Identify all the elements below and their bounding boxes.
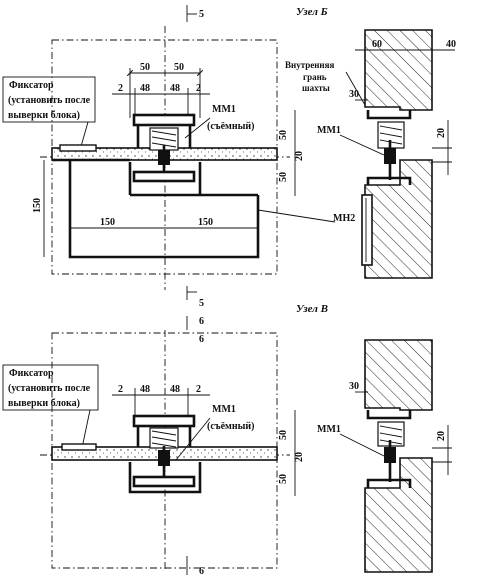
section-label-top-v: 6 bbox=[199, 334, 204, 345]
spring-coil-v bbox=[151, 430, 177, 448]
inner-face-line2: грань bbox=[303, 72, 327, 82]
dim-2-left-v: 2 bbox=[118, 384, 123, 395]
dim-50-right: 50 bbox=[174, 62, 184, 73]
mm1-leader bbox=[184, 117, 211, 139]
dim-20-side-v: 20 bbox=[436, 431, 447, 441]
fixator bbox=[59, 144, 97, 152]
dim-20: 20 bbox=[294, 151, 305, 161]
fixator-line1: Фиксатор bbox=[9, 80, 54, 91]
dim-60: 60 bbox=[372, 39, 382, 50]
dim-2-right: 2 bbox=[196, 83, 201, 94]
inner-face-line3: шахты bbox=[302, 83, 330, 93]
mn2-plate-section bbox=[361, 194, 373, 266]
fixator-line1-v: Фиксатор bbox=[9, 368, 54, 379]
dim-48-right: 48 bbox=[170, 83, 180, 94]
fixator-label-box bbox=[2, 76, 96, 123]
section-upper-bracket-v bbox=[366, 410, 412, 420]
wall-lower-v bbox=[364, 457, 433, 573]
dim-50-upper-v: 50 bbox=[278, 430, 289, 440]
mm1-leader-v bbox=[175, 417, 211, 461]
dim-30-v: 30 bbox=[349, 381, 359, 392]
mm1-side-label-v: ММ1 bbox=[317, 424, 341, 435]
upper-plate bbox=[132, 113, 196, 127]
dim-48-left: 48 bbox=[140, 83, 150, 94]
lower-plate bbox=[132, 170, 196, 183]
wall-upper-v bbox=[364, 339, 433, 411]
fixator-line2-v: (установить после bbox=[8, 383, 91, 394]
mn2-leader bbox=[257, 209, 336, 223]
mm1-label: ММ1 bbox=[212, 104, 236, 115]
dim-40: 40 bbox=[446, 39, 456, 50]
section-label-next: 6 bbox=[199, 316, 204, 327]
inner-face-line1: Внутренняя bbox=[285, 60, 334, 70]
section-upper-bracket bbox=[366, 110, 412, 120]
fixator-line3: выверки блока) bbox=[8, 110, 80, 121]
dim-2-right-v: 2 bbox=[196, 384, 201, 395]
dim-50-lower: 50 bbox=[278, 172, 289, 182]
fixator-label-box-v bbox=[2, 364, 99, 411]
fixator-line3-v: выверки блока) bbox=[8, 398, 80, 409]
upper-plate-v bbox=[132, 414, 196, 428]
node-v-section: Узел В 30 ММ1 20 bbox=[296, 303, 452, 573]
inner-face-leader bbox=[345, 71, 366, 106]
dim-50-lower-v: 50 bbox=[278, 474, 289, 484]
mm1-side-leader-v bbox=[339, 433, 385, 457]
block-outline bbox=[68, 160, 260, 259]
dim-20-side: 20 bbox=[436, 128, 447, 138]
fixator-leader-v bbox=[81, 409, 91, 449]
dim-50-left: 50 bbox=[140, 62, 150, 73]
dim-150-vertical: 150 bbox=[32, 198, 43, 213]
mm1-side-leader bbox=[339, 134, 385, 156]
dim-150-right: 150 bbox=[198, 217, 213, 228]
section-label-bottom-v: 6 bbox=[199, 566, 204, 577]
section-label-top: 5 bbox=[199, 9, 204, 20]
node-b-section: Узел Б 60 40 Внутренняя грань шахты 30 М… bbox=[285, 6, 456, 279]
dim-48-left-v: 48 bbox=[140, 384, 150, 395]
mn2-label: МН2 bbox=[333, 213, 355, 224]
dim-150-left: 150 bbox=[100, 217, 115, 228]
mm1-side-label: ММ1 bbox=[317, 125, 341, 136]
node-b-plan: 5 50 50 2 48 48 2 Фиксатор (установить п… bbox=[2, 5, 355, 330]
dim-50-upper: 50 bbox=[278, 130, 289, 140]
node-v-title: Узел В bbox=[296, 303, 328, 315]
dim-30: 30 bbox=[349, 89, 359, 100]
node-b-title: Узел Б bbox=[296, 6, 328, 18]
mm1-removable-v: (съёмный) bbox=[207, 421, 255, 432]
dim-48-right-v: 48 bbox=[170, 384, 180, 395]
lower-bracket-v bbox=[128, 462, 202, 494]
section-label-bottom: 5 bbox=[199, 298, 204, 309]
mm1-removable: (съёмный) bbox=[207, 121, 255, 132]
mm1-label-v: ММ1 bbox=[212, 404, 236, 415]
dim-2-left: 2 bbox=[118, 83, 123, 94]
dim-20-v: 20 bbox=[294, 452, 305, 462]
fixator-line2: (установить после bbox=[8, 95, 91, 106]
lower-plate-v bbox=[132, 475, 196, 488]
fixator-v bbox=[61, 443, 97, 451]
node-v-plan: 2 48 48 2 Фиксатор (установить после выв… bbox=[2, 330, 305, 577]
wall-lower bbox=[364, 159, 433, 279]
